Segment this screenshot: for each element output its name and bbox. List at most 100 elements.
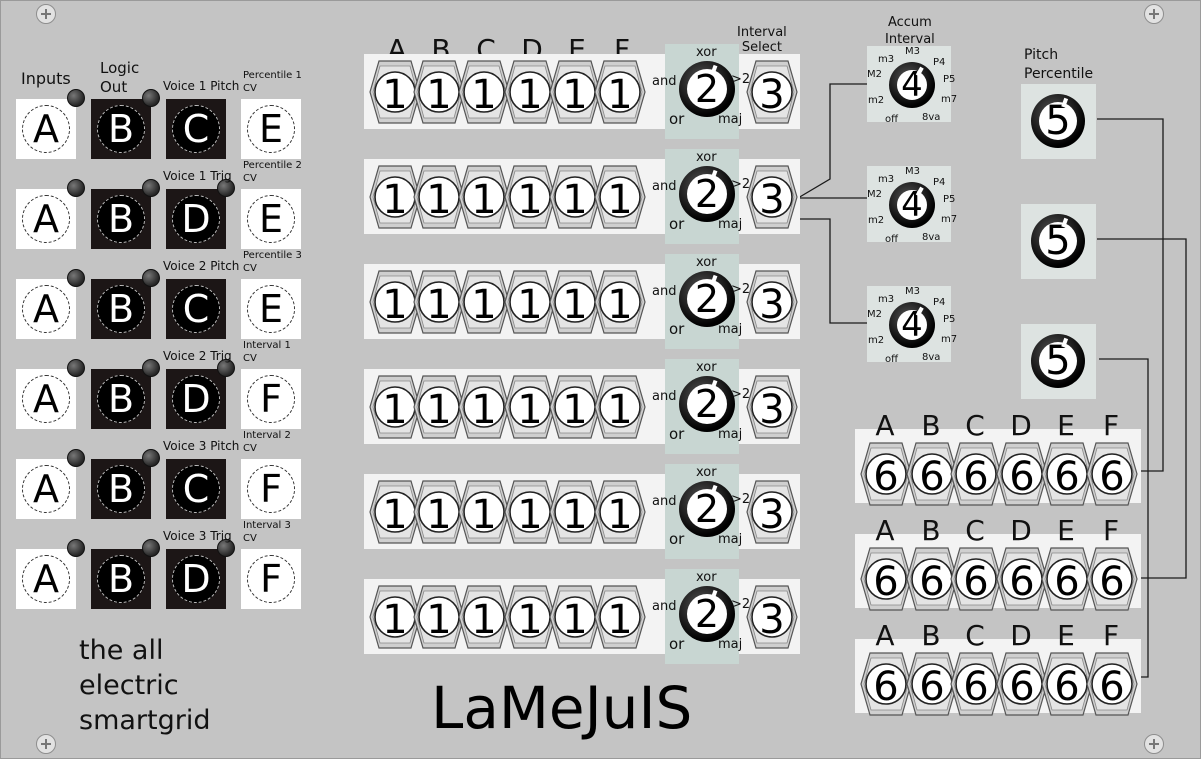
logic-button-2-c[interactable]: 1 <box>458 164 510 230</box>
interval-select-label-line1: Interval <box>737 25 787 40</box>
logic-out-jack-2[interactable]: B <box>91 189 151 249</box>
logic-button-3-a[interactable]: 1 <box>369 269 421 335</box>
logic-mode-knob-4[interactable]: 2 <box>679 376 735 432</box>
logic-out-header-line2: Out <box>100 78 128 96</box>
voice-jack-4[interactable]: D <box>166 369 226 429</box>
logic-button-4-a[interactable]: 1 <box>369 374 421 440</box>
cv-jack-1[interactable]: E <box>241 99 301 159</box>
voice-button-3-a[interactable]: 6 <box>860 651 912 717</box>
logic-button-6-c[interactable]: 1 <box>458 584 510 650</box>
pitch-percentile-knob-2[interactable]: 5 <box>1031 214 1085 268</box>
logic-button-1-d[interactable]: 1 <box>504 59 556 125</box>
logic-button-3-d[interactable]: 1 <box>504 269 556 335</box>
voice-jack-6[interactable]: D <box>166 549 226 609</box>
voice-button-3-c[interactable]: 6 <box>950 651 1002 717</box>
logic-button-2-d[interactable]: 1 <box>504 164 556 230</box>
interval-select-button-6[interactable]: 3 <box>746 584 798 650</box>
voice-button-2-d[interactable]: 6 <box>996 546 1048 612</box>
voice-jack-3[interactable]: C <box>166 279 226 339</box>
voice-button-1-d[interactable]: 6 <box>996 441 1048 507</box>
interval-select-button-2[interactable]: 3 <box>746 164 798 230</box>
input-jack-3[interactable]: A <box>16 279 76 339</box>
logic-button-5-e[interactable]: 1 <box>549 479 601 545</box>
input-jack-4[interactable]: A <box>16 369 76 429</box>
logic-button-1-a[interactable]: 1 <box>369 59 421 125</box>
pitch-percentile-knob-3[interactable]: 5 <box>1031 334 1085 388</box>
cv-jack-4[interactable]: F <box>241 369 301 429</box>
logic-button-1-c[interactable]: 1 <box>458 59 510 125</box>
logic-button-1-e[interactable]: 1 <box>549 59 601 125</box>
voice-col-header-d: D <box>1010 514 1032 547</box>
logic-out-jack-1[interactable]: B <box>91 99 151 159</box>
voice-jack-2[interactable]: D <box>166 189 226 249</box>
logic-button-6-a[interactable]: 1 <box>369 584 421 650</box>
voice-button-3-d[interactable]: 6 <box>996 651 1048 717</box>
logic-button-5-a[interactable]: 1 <box>369 479 421 545</box>
logic-mode-knob-1[interactable]: 2 <box>679 61 735 117</box>
logic-button-5-b[interactable]: 1 <box>413 479 465 545</box>
voice-button-3-b[interactable]: 6 <box>906 651 958 717</box>
logic-button-6-d[interactable]: 1 <box>504 584 556 650</box>
logic-button-4-b[interactable]: 1 <box>413 374 465 440</box>
logic-button-6-e[interactable]: 1 <box>549 584 601 650</box>
interval-select-button-1[interactable]: 3 <box>746 59 798 125</box>
voice-jack-1[interactable]: C <box>166 99 226 159</box>
voice-button-2-c[interactable]: 6 <box>950 546 1002 612</box>
logic-button-5-f[interactable]: 1 <box>594 479 646 545</box>
logic-button-2-f[interactable]: 1 <box>594 164 646 230</box>
voice-button-1-e[interactable]: 6 <box>1041 441 1093 507</box>
logic-button-5-d[interactable]: 1 <box>504 479 556 545</box>
voice-button-2-e[interactable]: 6 <box>1041 546 1093 612</box>
knob-cap: 2 <box>687 384 727 424</box>
button-value: 6 <box>1009 454 1035 500</box>
accum-interval-knob-1[interactable]: 4 <box>889 62 935 108</box>
cv-jack-3[interactable]: E <box>241 279 301 339</box>
logic-button-3-e[interactable]: 1 <box>549 269 601 335</box>
logic-button-1-b[interactable]: 1 <box>413 59 465 125</box>
voice-button-1-a[interactable]: 6 <box>860 441 912 507</box>
voice-button-2-b[interactable]: 6 <box>906 546 958 612</box>
interval-select-button-4[interactable]: 3 <box>746 374 798 440</box>
logic-button-2-b[interactable]: 1 <box>413 164 465 230</box>
logic-button-2-e[interactable]: 1 <box>549 164 601 230</box>
logic-button-3-f[interactable]: 1 <box>594 269 646 335</box>
voice-button-1-f[interactable]: 6 <box>1086 441 1138 507</box>
interval-select-button-3[interactable]: 3 <box>746 269 798 335</box>
logic-button-1-f[interactable]: 1 <box>594 59 646 125</box>
logic-out-jack-6[interactable]: B <box>91 549 151 609</box>
interval-select-button-5[interactable]: 3 <box>746 479 798 545</box>
logic-button-4-f[interactable]: 1 <box>594 374 646 440</box>
logic-mode-knob-5[interactable]: 2 <box>679 481 735 537</box>
voice-jack-5[interactable]: C <box>166 459 226 519</box>
accum-interval-knob-2[interactable]: 4 <box>889 182 935 228</box>
logic-button-3-b[interactable]: 1 <box>413 269 465 335</box>
logic-mode-knob-3[interactable]: 2 <box>679 271 735 327</box>
cv-jack-5[interactable]: F <box>241 459 301 519</box>
cv-jack-6[interactable]: F <box>241 549 301 609</box>
voice-button-1-c[interactable]: 6 <box>950 441 1002 507</box>
input-jack-2[interactable]: A <box>16 189 76 249</box>
logic-out-jack-4[interactable]: B <box>91 369 151 429</box>
logic-button-4-e[interactable]: 1 <box>549 374 601 440</box>
logic-out-jack-5[interactable]: B <box>91 459 151 519</box>
input-jack-6[interactable]: A <box>16 549 76 609</box>
logic-button-6-b[interactable]: 1 <box>413 584 465 650</box>
accum-interval-knob-3[interactable]: 4 <box>889 302 935 348</box>
logic-button-5-c[interactable]: 1 <box>458 479 510 545</box>
logic-out-jack-3[interactable]: B <box>91 279 151 339</box>
logic-button-6-f[interactable]: 1 <box>594 584 646 650</box>
input-jack-5[interactable]: A <box>16 459 76 519</box>
voice-button-2-a[interactable]: 6 <box>860 546 912 612</box>
logic-mode-knob-6[interactable]: 2 <box>679 586 735 642</box>
voice-button-1-b[interactable]: 6 <box>906 441 958 507</box>
logic-button-2-a[interactable]: 1 <box>369 164 421 230</box>
logic-button-3-c[interactable]: 1 <box>458 269 510 335</box>
logic-button-4-c[interactable]: 1 <box>458 374 510 440</box>
input-jack-1[interactable]: A <box>16 99 76 159</box>
voice-button-3-f[interactable]: 6 <box>1086 651 1138 717</box>
pitch-percentile-knob-1[interactable]: 5 <box>1031 94 1085 148</box>
cv-jack-2[interactable]: E <box>241 189 301 249</box>
voice-button-2-f[interactable]: 6 <box>1086 546 1138 612</box>
logic-button-4-d[interactable]: 1 <box>504 374 556 440</box>
logic-mode-knob-2[interactable]: 2 <box>679 166 735 222</box>
